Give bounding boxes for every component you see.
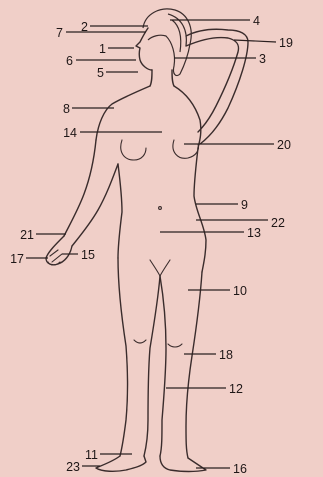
label-6: 6: [66, 54, 73, 68]
label-8: 8: [63, 102, 70, 116]
label-20: 20: [277, 138, 291, 152]
hand: [46, 236, 72, 265]
label-7: 7: [56, 26, 63, 40]
waist-right: [194, 148, 206, 272]
groin: [150, 260, 170, 276]
right-leg-outer: [186, 272, 202, 458]
label-3: 3: [259, 52, 266, 66]
label-22: 22: [271, 216, 285, 230]
face-profile: [136, 28, 152, 70]
shoulder-right: [174, 86, 201, 148]
navel: [159, 207, 162, 210]
waist-left: [118, 164, 122, 258]
knee-left: [134, 340, 146, 343]
label-5: 5: [97, 66, 104, 80]
label-18: 18: [219, 348, 233, 362]
label-21: 21: [20, 228, 34, 242]
neck: [150, 70, 174, 86]
raised-arm-inner: [186, 37, 239, 132]
label-14: 14: [63, 126, 77, 140]
leader-lines: [26, 20, 276, 468]
label-23: 23: [66, 460, 80, 474]
label-17: 17: [10, 252, 24, 266]
label-1: 1: [99, 42, 106, 56]
label-13: 13: [247, 226, 261, 240]
figure-outline: [46, 9, 248, 472]
label-15: 15: [81, 248, 95, 262]
label-11: 11: [85, 448, 98, 462]
leader-19: [234, 40, 276, 42]
left-leg-outer: [118, 258, 128, 456]
label-16: 16: [233, 462, 247, 476]
breast-right: [173, 140, 199, 158]
label-19: 19: [279, 36, 293, 50]
knee-right: [168, 344, 182, 347]
label-2: 2: [81, 20, 88, 34]
breast-left: [121, 140, 146, 160]
right-leg-inner: [160, 276, 166, 456]
label-10: 10: [233, 284, 247, 298]
left-leg-inner: [144, 276, 160, 456]
label-9: 9: [241, 198, 248, 212]
label-4: 4: [253, 14, 260, 28]
label-12: 12: [229, 382, 243, 396]
hair: [143, 9, 191, 76]
right-foot: [160, 456, 206, 472]
left-foot: [96, 456, 146, 471]
